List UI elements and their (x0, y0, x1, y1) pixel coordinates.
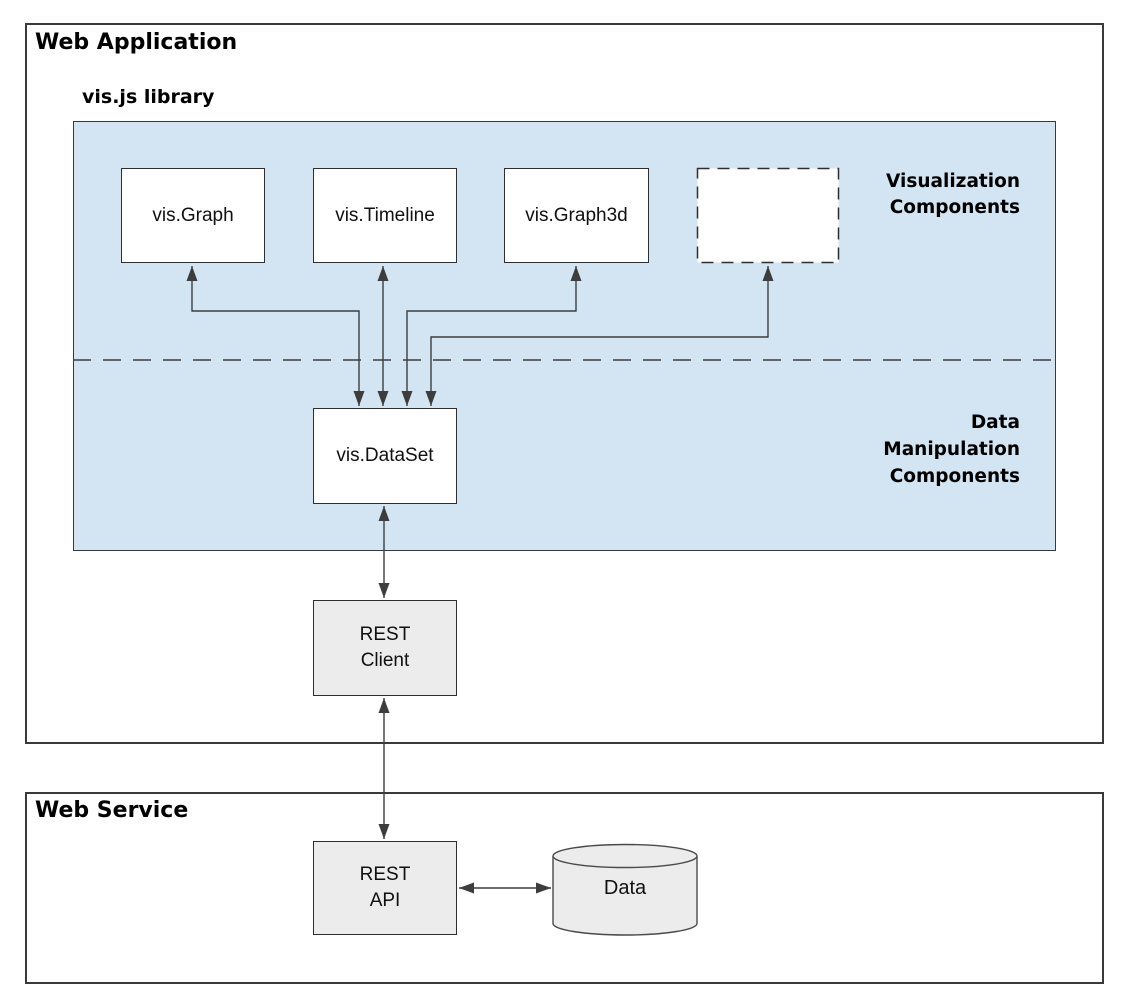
node-vis-graph3d: vis.Graph3d (504, 168, 649, 263)
web-service-frame (25, 792, 1104, 984)
web-application-title: Web Application (35, 30, 238, 55)
node-vis-timeline: vis.Timeline (313, 168, 457, 263)
node-rest-client: REST Client (313, 600, 457, 696)
node-vis-graph: vis.Graph (121, 168, 265, 263)
node-vis-dataset: vis.DataSet (313, 408, 457, 504)
data-manipulation-components-label: Data Manipulation Components (883, 412, 1020, 487)
web-application-frame (25, 23, 1104, 744)
web-service-title: Web Service (35, 798, 189, 823)
visualization-components-label: Visualization Components (886, 171, 1020, 218)
node-rest-api: REST API (313, 841, 457, 935)
node-more-components: ... (760, 204, 776, 226)
visjs-library-title: vis.js library (82, 86, 215, 108)
node-data-store: Data (603, 876, 647, 899)
